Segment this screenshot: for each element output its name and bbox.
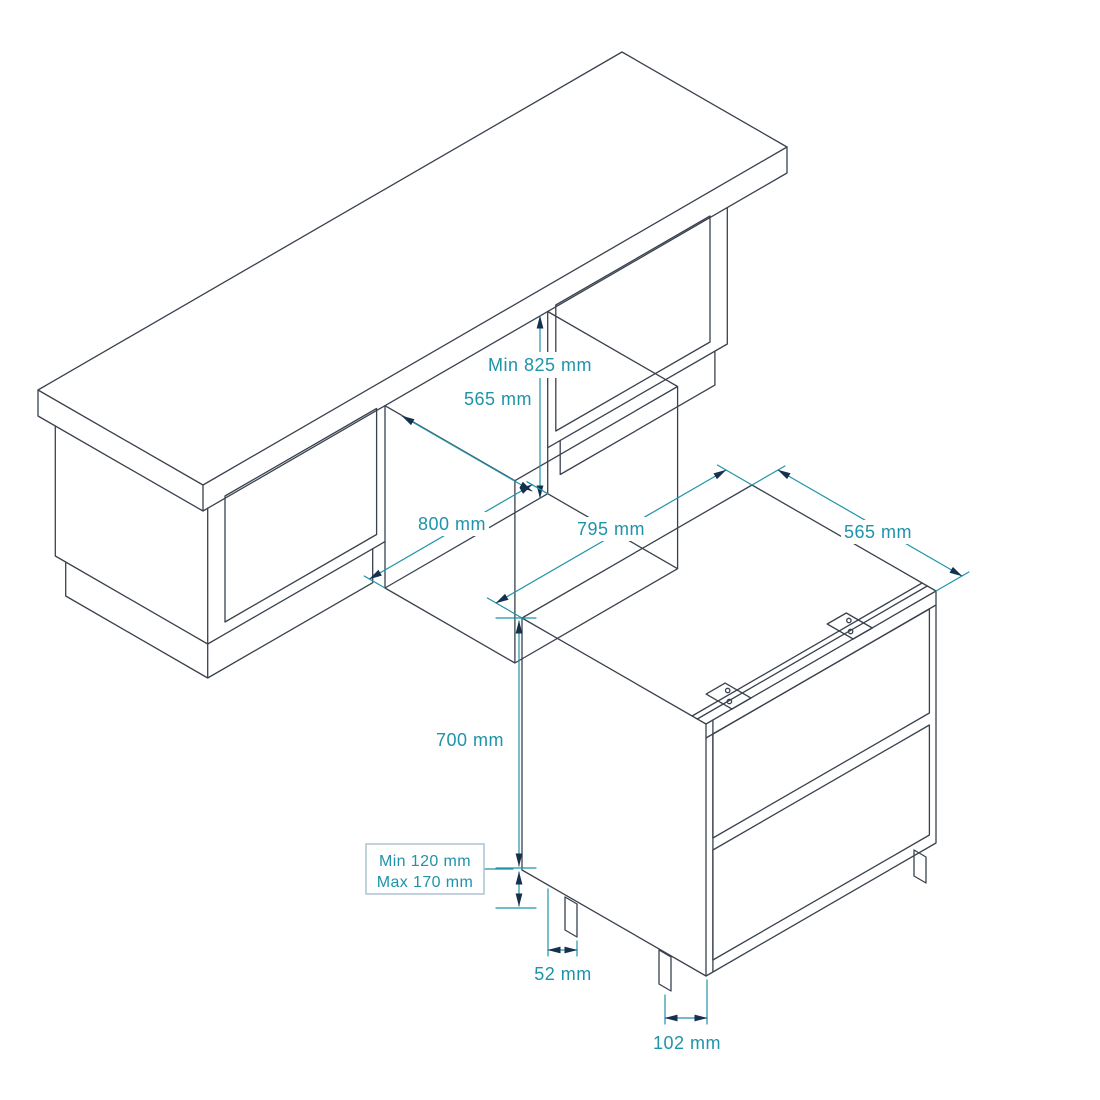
appliance-front-strip [705, 604, 937, 973]
cabinet-left-end [54, 425, 209, 645]
right-door-panel [555, 215, 711, 432]
appliance-width-extension [486, 464, 753, 619]
feet-min-label: Min 120 mm [379, 853, 471, 870]
adjustable-foot [564, 896, 578, 938]
appliance-front-face [705, 590, 937, 977]
niche-height-label: Min 825 mm [488, 355, 592, 375]
niche-depth-dimension [401, 415, 533, 492]
cabinet-front-face [207, 206, 728, 645]
feet-max-label: Max 170 mm [377, 874, 473, 891]
niche-width-label: 800 mm [418, 514, 486, 534]
foot-front-offset-label: 102 mm [653, 1033, 721, 1053]
appliance-depth-label: 565 mm [844, 522, 912, 542]
cabinet-plinth [65, 350, 716, 679]
upper-drawer-front [712, 608, 931, 839]
mounting-bracket [826, 612, 873, 640]
feet-range-callout: Min 120 mm Max 170 mm [365, 843, 485, 895]
appliance-width-label: 795 mm [577, 519, 645, 539]
appliance-height-label: 700 mm [436, 730, 504, 750]
counter-cutout-drawing [37, 51, 788, 679]
lower-drawer-front [712, 724, 931, 961]
niche-depth-label: 565 mm [464, 389, 532, 409]
feet-range-box [365, 843, 485, 895]
appliance-drawing [521, 484, 937, 992]
dimension-lines [363, 315, 970, 1025]
mounting-bracket [705, 682, 752, 710]
dimension-labels: Min 825 mm 565 mm 800 mm 795 mm 565 mm 7… [365, 352, 915, 1053]
appliance-top-rail [691, 582, 928, 720]
adjustable-foot [658, 949, 672, 992]
appliance-height-extension [495, 617, 537, 869]
adjustable-foot [913, 849, 927, 884]
appliance-depth-extension [751, 465, 970, 592]
feet-height-extension [483, 868, 537, 909]
foot-side-offset-label: 52 mm [534, 964, 592, 984]
countertop-edges [37, 146, 788, 512]
countertop-top-face [37, 51, 788, 486]
